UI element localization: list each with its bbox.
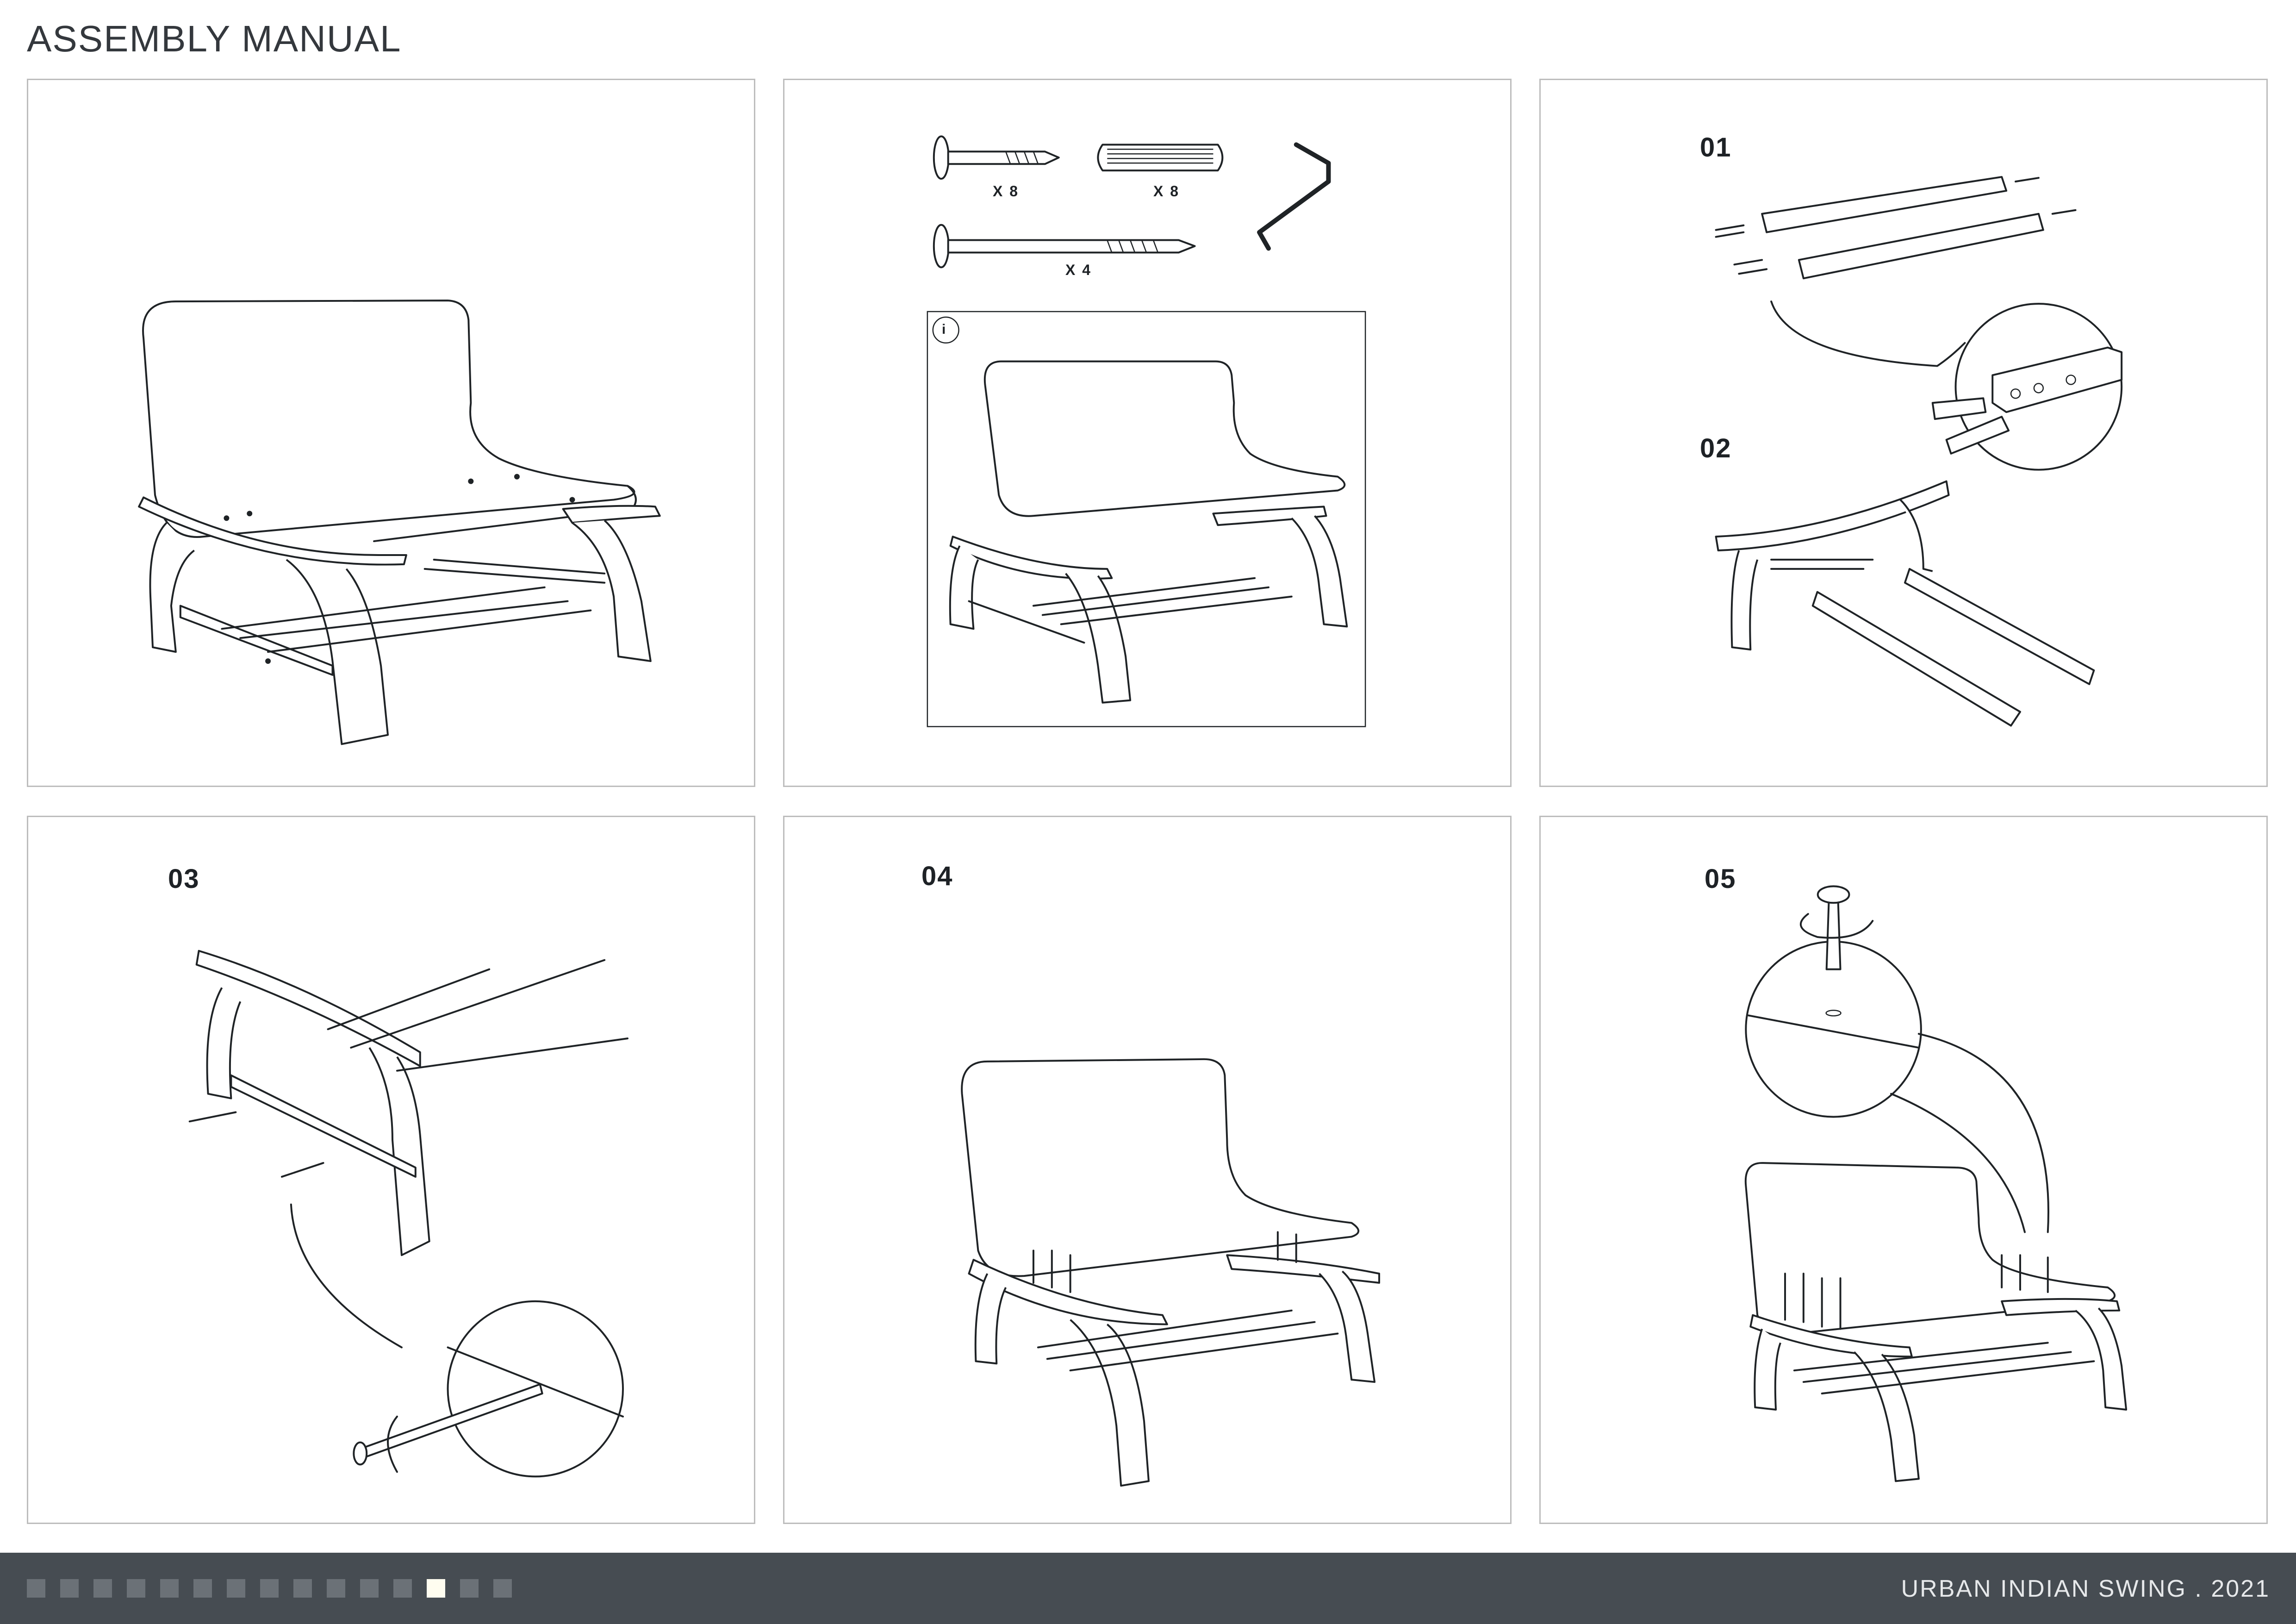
page-dot-6[interactable] <box>193 1579 212 1598</box>
footer-bar: URBAN INDIAN SWING . 2021 <box>0 1553 2296 1624</box>
steps-01-02-illustration <box>1715 176 2123 727</box>
long-bolt-quantity: X 4 <box>1065 262 1092 278</box>
page-dot-14[interactable] <box>460 1579 479 1598</box>
page-dot-8[interactable] <box>260 1579 279 1598</box>
step-01-label: 01 <box>1700 132 1732 162</box>
page-dot-13[interactable] <box>427 1579 445 1598</box>
panel-steps-01-02: 01 02 <box>1539 79 2268 787</box>
page-dot-2[interactable] <box>60 1579 79 1598</box>
footer-brand: URBAN INDIAN SWING . 2021 <box>1901 1575 2270 1602</box>
hardware-illustration <box>927 135 1366 727</box>
page-dot-1[interactable] <box>27 1579 45 1598</box>
step-03-illustration <box>188 949 628 1478</box>
chair-illustration <box>138 300 661 745</box>
page-dot-4[interactable] <box>127 1579 145 1598</box>
step-05-illustration <box>1744 885 2128 1482</box>
panel-step-05: 05 <box>1539 816 2268 1524</box>
page-dot-12[interactable] <box>393 1579 412 1598</box>
page-dot-7[interactable] <box>227 1579 245 1598</box>
info-icon: i <box>942 322 947 337</box>
step-05-label: 05 <box>1705 864 1736 894</box>
step-03-label: 03 <box>168 864 200 894</box>
page-dot-15[interactable] <box>493 1579 512 1598</box>
panel-hardware: X 8 X 8 X 4 i <box>783 79 1512 787</box>
panel-step-03: 03 <box>27 816 755 1524</box>
page-dot-11[interactable] <box>360 1579 379 1598</box>
page-title: ASSEMBLY MANUAL <box>27 18 402 59</box>
step-04-illustration <box>961 1058 1381 1487</box>
panel-step-04: 04 <box>783 816 1512 1524</box>
page-dot-5[interactable] <box>160 1579 179 1598</box>
page-dot-3[interactable] <box>93 1579 112 1598</box>
page-dot-10[interactable] <box>327 1579 345 1598</box>
step-02-label: 02 <box>1700 433 1732 463</box>
panel-finished-chair <box>27 79 755 787</box>
bolt-quantity: X 8 <box>993 183 1020 200</box>
step-04-label: 04 <box>921 861 953 891</box>
page-indicator <box>27 1579 512 1598</box>
dowel-quantity: X 8 <box>1153 183 1180 200</box>
page-dot-9[interactable] <box>293 1579 312 1598</box>
